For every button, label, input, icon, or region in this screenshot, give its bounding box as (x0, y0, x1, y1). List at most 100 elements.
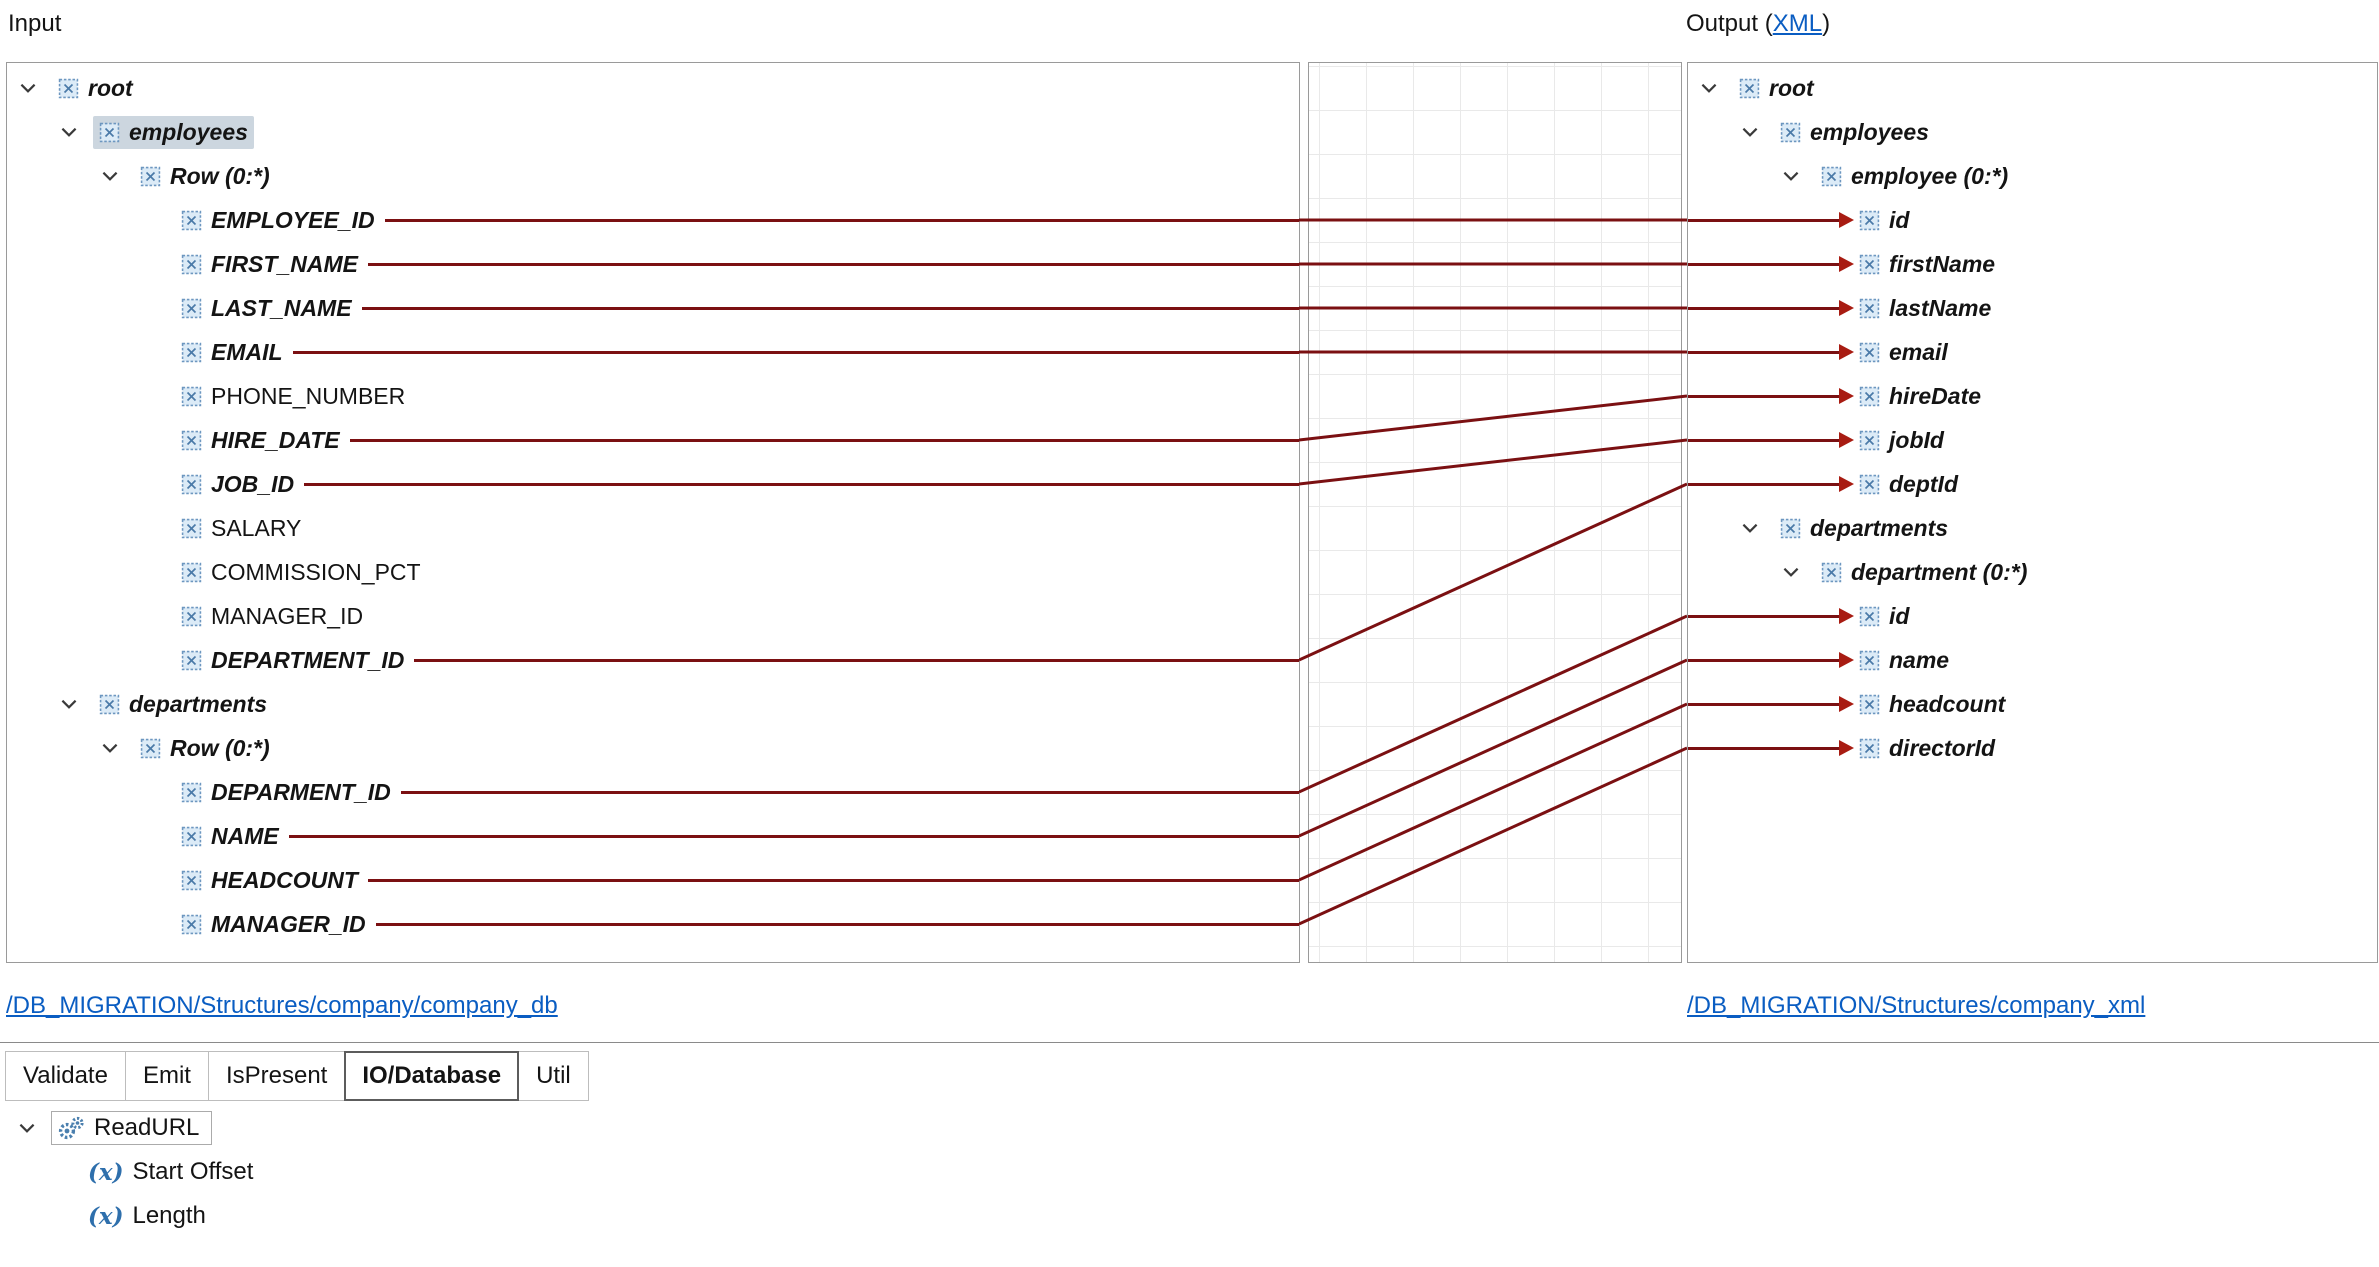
mapping-canvas[interactable] (1308, 62, 1682, 963)
right-node-lastname[interactable]: lastName (1688, 286, 2377, 330)
right-node-firstname[interactable]: firstName (1688, 242, 2377, 286)
right-node-directorid[interactable]: directorId (1688, 726, 2377, 770)
node-label: Row (0:*) (170, 162, 270, 189)
input-structure-link[interactable]: /DB_MIGRATION/Structures/company/company… (6, 992, 558, 1019)
right-node-headcount[interactable]: headcount (1688, 682, 2377, 726)
right-node-email[interactable]: email (1688, 330, 2377, 374)
mapping-arrow (1688, 330, 1854, 374)
chevron-down-icon[interactable] (57, 121, 93, 143)
node-label: COMMISSION_PCT (211, 558, 421, 585)
left-node-commission-pct[interactable]: COMMISSION_PCT (7, 550, 1299, 594)
mapping-line (367, 262, 1299, 266)
xml-element-icon (1739, 78, 1760, 99)
node-label: root (88, 74, 133, 101)
left-node-last-name[interactable]: LAST_NAME (7, 286, 1299, 330)
left-node-first-name[interactable]: FIRST_NAME (7, 242, 1299, 286)
left-node-salary[interactable]: SALARY (7, 506, 1299, 550)
node-body: employees (93, 115, 254, 149)
chevron-down-icon[interactable] (98, 737, 134, 759)
indent (7, 286, 139, 330)
function-param-start-offset[interactable]: (x)Start Offset (6, 1150, 253, 1194)
tab-util[interactable]: Util (518, 1051, 589, 1101)
indent (1688, 154, 1779, 198)
chevron-down-icon[interactable] (1738, 517, 1774, 539)
xml-format-link[interactable]: XML (1772, 10, 1823, 37)
xml-element-icon (181, 518, 202, 539)
left-node-employees[interactable]: employees (7, 110, 1299, 154)
xml-element-icon (181, 914, 202, 935)
fx-icon: (x) (88, 1202, 124, 1230)
chevron-down-icon[interactable] (16, 77, 52, 99)
indent (7, 154, 98, 198)
right-node-deptid[interactable]: deptId (1688, 462, 2377, 506)
chevron-down-icon[interactable] (98, 165, 134, 187)
left-node-name[interactable]: NAME (7, 814, 1299, 858)
chevron-down-icon[interactable] (57, 693, 93, 715)
indent (7, 902, 139, 946)
left-node-hire-date[interactable]: HIRE_DATE (7, 418, 1299, 462)
left-node-manager-id[interactable]: MANAGER_ID (7, 902, 1299, 946)
chevron-down-icon[interactable] (1779, 165, 1815, 187)
left-node-manager-id[interactable]: MANAGER_ID (7, 594, 1299, 638)
node-label: EMAIL (211, 338, 283, 365)
left-node-department-id[interactable]: DEPARTMENT_ID (7, 638, 1299, 682)
node-body: DEPARTMENT_ID (175, 644, 410, 677)
chevron-down-icon[interactable] (1738, 121, 1774, 143)
chevron-down-icon[interactable] (15, 1117, 51, 1139)
output-structure-link[interactable]: /DB_MIGRATION/Structures/company_xml (1687, 992, 2146, 1019)
function-box[interactable]: ReadURL (51, 1111, 213, 1145)
indent (7, 858, 139, 902)
chevron-down-icon[interactable] (1779, 561, 1815, 583)
right-node-root[interactable]: root (1688, 66, 2377, 110)
right-node-id[interactable]: id (1688, 198, 2377, 242)
node-label: id (1889, 602, 1910, 629)
output-label-prefix: Output ( (1686, 10, 1773, 37)
indent (7, 550, 139, 594)
indent (7, 66, 16, 110)
left-node-deparment-id[interactable]: DEPARMENT_ID (7, 770, 1299, 814)
right-node-hiredate[interactable]: hireDate (1688, 374, 2377, 418)
function-node-readurl[interactable]: ReadURL (6, 1106, 253, 1150)
right-node-name[interactable]: name (1688, 638, 2377, 682)
right-node-employees[interactable]: employees (1688, 110, 2377, 154)
left-node-employee-id[interactable]: EMPLOYEE_ID (7, 198, 1299, 242)
right-node-departments[interactable]: departments (1688, 506, 2377, 550)
mapping-line (400, 790, 1299, 794)
tab-emit[interactable]: Emit (124, 1051, 209, 1101)
node-label: MANAGER_ID (211, 602, 364, 629)
node-body: firstName (1853, 248, 2001, 281)
mapping-line (375, 922, 1299, 926)
left-node-phone-number[interactable]: PHONE_NUMBER (7, 374, 1299, 418)
node-label: HIRE_DATE (211, 426, 340, 453)
tab-ispresent[interactable]: IsPresent (207, 1051, 346, 1101)
node-body: FIRST_NAME (175, 248, 364, 281)
right-node-id[interactable]: id (1688, 594, 2377, 638)
left-node-departments[interactable]: departments (7, 682, 1299, 726)
left-node-headcount[interactable]: HEADCOUNT (7, 858, 1299, 902)
xml-element-icon (181, 826, 202, 847)
chevron-down-icon[interactable] (1697, 77, 1733, 99)
node-label: NAME (211, 822, 279, 849)
tab-io-database[interactable]: IO/Database (344, 1051, 520, 1101)
param-label: Start Offset (132, 1158, 254, 1185)
left-node-email[interactable]: EMAIL (7, 330, 1299, 374)
xml-element-icon (1859, 386, 1880, 407)
left-node-row-0[interactable]: Row (0:*) (7, 154, 1299, 198)
left-node-root[interactable]: root (7, 66, 1299, 110)
node-label: id (1889, 206, 1910, 233)
tab-validate[interactable]: Validate (5, 1051, 126, 1101)
indent (7, 814, 139, 858)
node-label: JOB_ID (211, 470, 295, 497)
node-body: email (1853, 336, 1954, 369)
left-node-job-id[interactable]: JOB_ID (7, 462, 1299, 506)
function-param-length[interactable]: (x)Length (6, 1194, 253, 1238)
xml-element-icon (1859, 254, 1880, 275)
xml-element-icon (181, 782, 202, 803)
right-node-employee-0[interactable]: employee (0:*) (1688, 154, 2377, 198)
node-body: EMPLOYEE_ID (175, 204, 381, 237)
left-node-row-0[interactable]: Row (0:*) (7, 726, 1299, 770)
right-node-department-0[interactable]: department (0:*) (1688, 550, 2377, 594)
node-label: directorId (1889, 734, 1996, 761)
right-node-jobid[interactable]: jobId (1688, 418, 2377, 462)
